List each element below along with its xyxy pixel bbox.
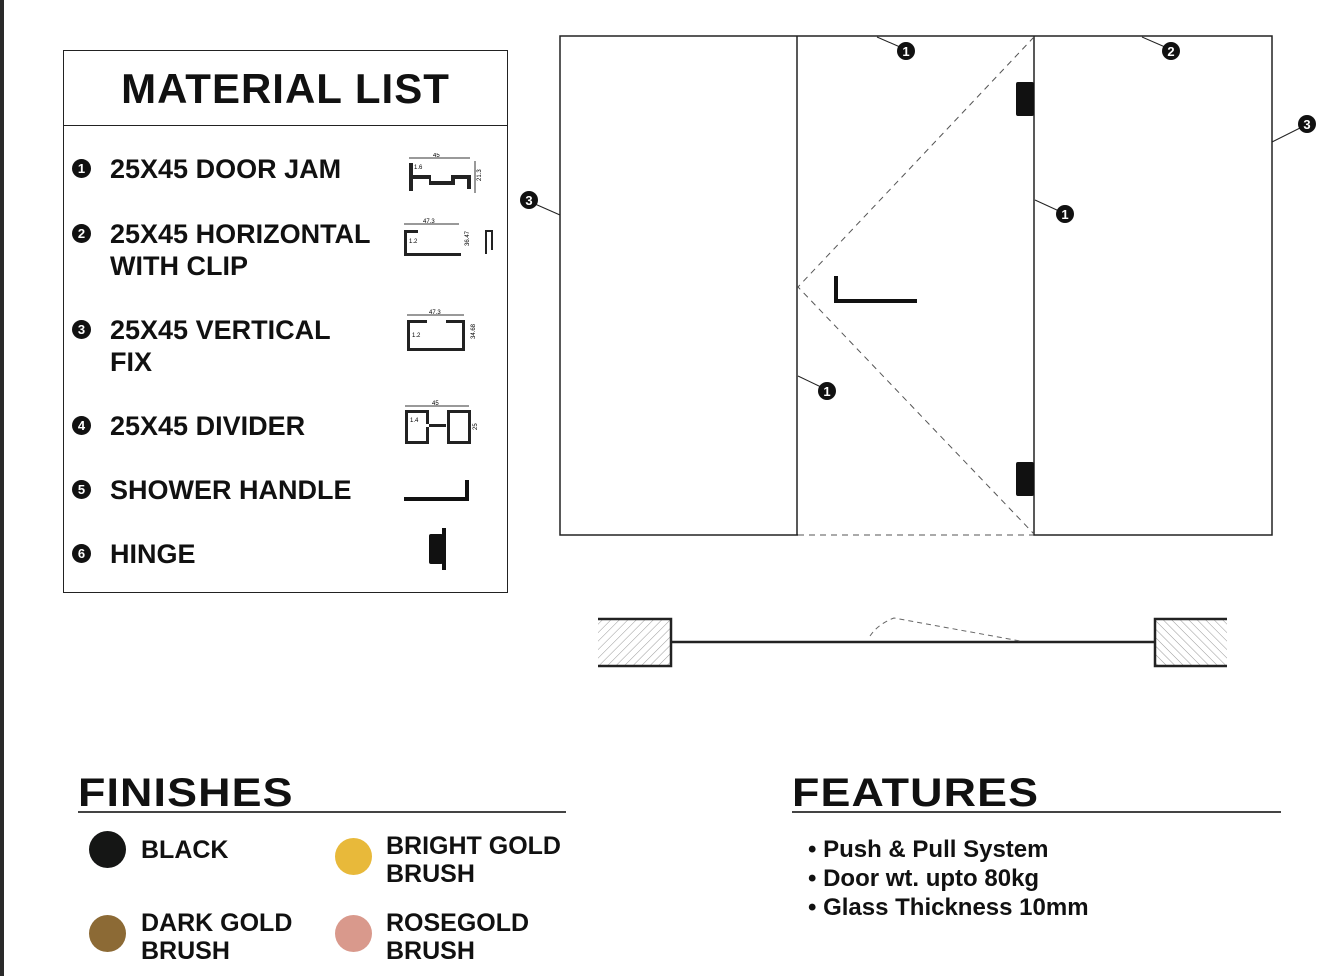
dim-height: 25 xyxy=(473,423,479,430)
divider-profile-icon: 45 1.4 25 xyxy=(405,401,479,444)
features-list: • Push & Pull System • Door wt. upto 80k… xyxy=(808,835,1089,922)
feature-item: • Door wt. upto 80kg xyxy=(808,865,1040,892)
shower-handle-icon xyxy=(404,480,469,501)
item-label: 25X45 DOOR JAM xyxy=(110,154,342,184)
dim-width: 45 xyxy=(433,153,440,159)
finish-label-dark-gold: DARK GOLD BRUSH xyxy=(141,909,293,965)
door-elevation-diagram: 1 2 3 3 1 1 xyxy=(520,35,1316,668)
callout-3-left: 3 xyxy=(525,193,532,208)
page-edge xyxy=(0,0,4,976)
vertical-fix-profile-icon: 47.3 1.2 34.68 xyxy=(407,310,477,351)
dim-thickness: 1.4 xyxy=(410,418,419,424)
finish-swatch-black xyxy=(89,831,126,868)
material-list: MATERIAL LIST 1 25X45 DOOR JAM 45 1.6 21… xyxy=(63,50,508,593)
finish-label-black: BLACK xyxy=(141,836,229,864)
callout-1: 1 xyxy=(902,44,909,59)
item-label: 25X45 HORIZONTAL WITH CLIP xyxy=(110,219,371,281)
finish-swatch-bright-gold xyxy=(335,838,372,875)
item-number: 1 xyxy=(72,159,91,178)
item-number: 2 xyxy=(72,224,91,243)
item-number: 6 xyxy=(72,544,91,563)
finishes-heading: FINISHES xyxy=(78,771,294,815)
frame-outline xyxy=(559,35,1273,536)
dim-width: 47.3 xyxy=(429,310,441,316)
material-list-title: MATERIAL LIST xyxy=(64,51,507,126)
feature-item: • Glass Thickness 10mm xyxy=(808,894,1089,921)
item-label: 25X45 VERTICAL FIX xyxy=(110,315,331,377)
finish-label-bright-gold: BRIGHT GOLD BRUSH xyxy=(386,832,561,888)
dim-width: 45 xyxy=(432,401,439,407)
finish-label-rosegold: ROSEGOLD BRUSH xyxy=(386,909,530,965)
dim-height: 34.68 xyxy=(471,323,477,339)
dim-height: 36.47 xyxy=(465,230,471,246)
shower-handle xyxy=(834,276,917,303)
callout-2: 2 xyxy=(1167,44,1174,59)
callout-markers: 1 2 3 3 1 1 xyxy=(520,42,1316,400)
horizontal-clip-profile-icon: 47.3 1.2 36.47 xyxy=(404,219,493,256)
item-label: HINGE xyxy=(110,539,196,569)
door-swing-lines xyxy=(797,36,1035,536)
callout-3-right: 3 xyxy=(1303,117,1310,132)
dim-width: 47.3 xyxy=(423,219,435,225)
item-number: 5 xyxy=(72,480,91,499)
features-heading: FEATURES xyxy=(792,771,1040,815)
item-number: 3 xyxy=(72,320,91,339)
finish-swatch-rosegold xyxy=(335,915,372,952)
hinge-top xyxy=(1016,82,1034,116)
dim-height: 21.3 xyxy=(477,169,483,181)
plan-view xyxy=(598,617,1227,668)
item-label: SHOWER HANDLE xyxy=(110,475,352,505)
hinge-bottom xyxy=(1016,462,1034,496)
feature-item: • Push & Pull System xyxy=(808,836,1049,863)
hinge-icon xyxy=(429,528,446,570)
callout-1-mid: 1 xyxy=(1061,207,1068,222)
finish-swatch-dark-gold xyxy=(89,915,126,952)
dim-thickness: 1.2 xyxy=(412,333,421,339)
dim-thickness: 1.6 xyxy=(414,165,423,171)
callout-1-lower: 1 xyxy=(823,384,830,399)
door-jam-profile-icon: 45 1.6 21.3 xyxy=(409,153,483,193)
item-label: 25X45 DIVIDER xyxy=(110,411,306,441)
item-number: 4 xyxy=(72,416,91,435)
finishes-rule xyxy=(78,811,566,813)
dim-thickness: 1.2 xyxy=(409,239,418,245)
features-rule xyxy=(792,811,1281,813)
